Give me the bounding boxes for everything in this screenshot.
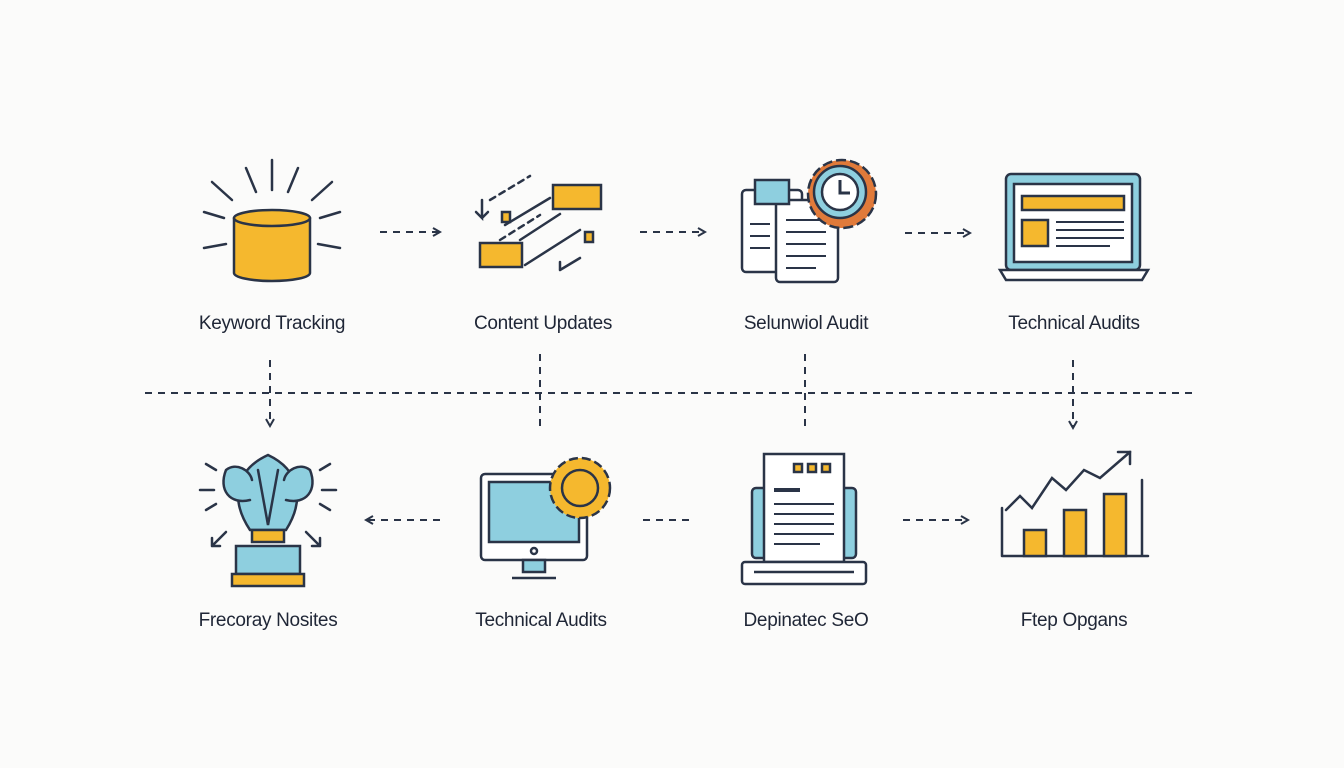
growth-chart-icon bbox=[1000, 450, 1150, 558]
database-burst-icon bbox=[202, 158, 342, 283]
label-ftep-opgans: Ftep Opgans bbox=[1020, 610, 1128, 631]
laptop-icon bbox=[997, 172, 1151, 282]
label-depinatec-seo: Depinatec SeO bbox=[743, 610, 869, 631]
document-printer-icon bbox=[740, 452, 868, 586]
label-technical-audits-top: Technical Audits bbox=[1008, 313, 1140, 334]
label-technical-audits-bottom: Technical Audits bbox=[475, 610, 607, 631]
label-keyword-tracking: Keyword Tracking bbox=[198, 313, 346, 334]
trophy-icon bbox=[198, 453, 338, 588]
documents-clock-gear-icon bbox=[740, 158, 878, 284]
monitor-gear-icon bbox=[479, 456, 612, 580]
flow-blocks-icon bbox=[474, 174, 603, 272]
label-frecoray-nosites: Frecoray Nosites bbox=[198, 610, 338, 631]
label-content-updates: Content Updates bbox=[473, 313, 613, 334]
label-selunwiol-audit: Selunwiol Audit bbox=[743, 313, 869, 334]
